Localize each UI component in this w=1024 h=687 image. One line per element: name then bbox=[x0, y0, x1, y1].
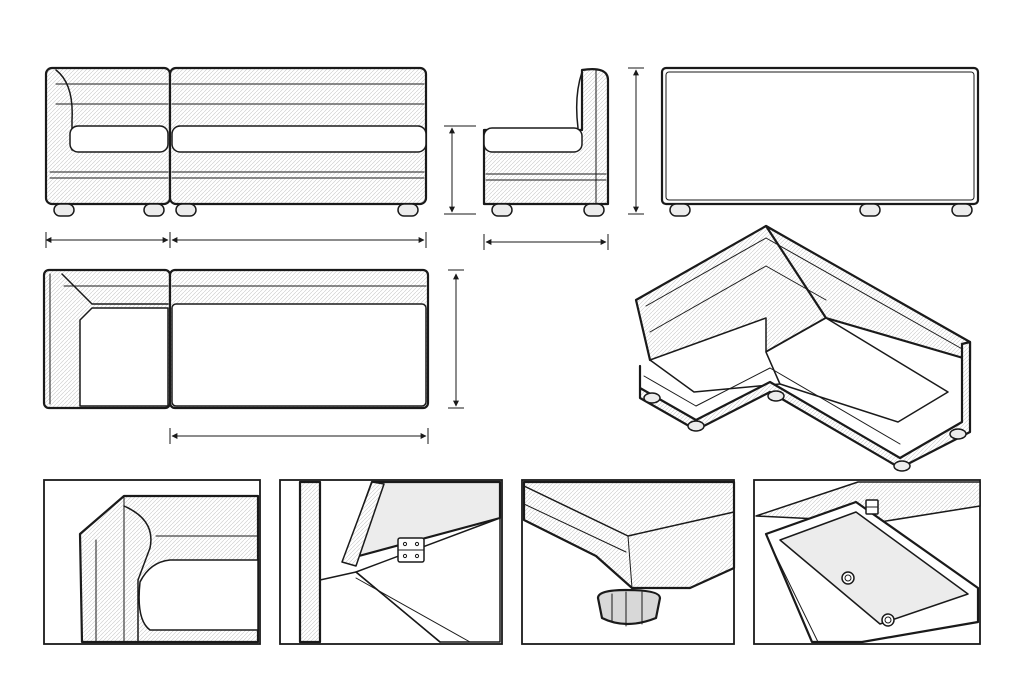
hinge-icon bbox=[865, 499, 879, 515]
bun-foot-icon bbox=[596, 588, 662, 627]
storage-box-detail bbox=[753, 479, 981, 645]
top-plan bbox=[42, 268, 464, 444]
isometric-view bbox=[634, 224, 972, 472]
armrest-corner-detail bbox=[43, 479, 261, 645]
rear-elevation bbox=[660, 66, 980, 217]
hinge-icon bbox=[397, 537, 425, 563]
drain-hole-icon bbox=[881, 613, 895, 627]
side-elevation bbox=[482, 67, 644, 250]
front-elevation bbox=[44, 66, 476, 248]
foot-detail bbox=[521, 479, 736, 645]
drain-hole-icon bbox=[841, 571, 855, 585]
storage-hinge-detail bbox=[279, 479, 503, 645]
